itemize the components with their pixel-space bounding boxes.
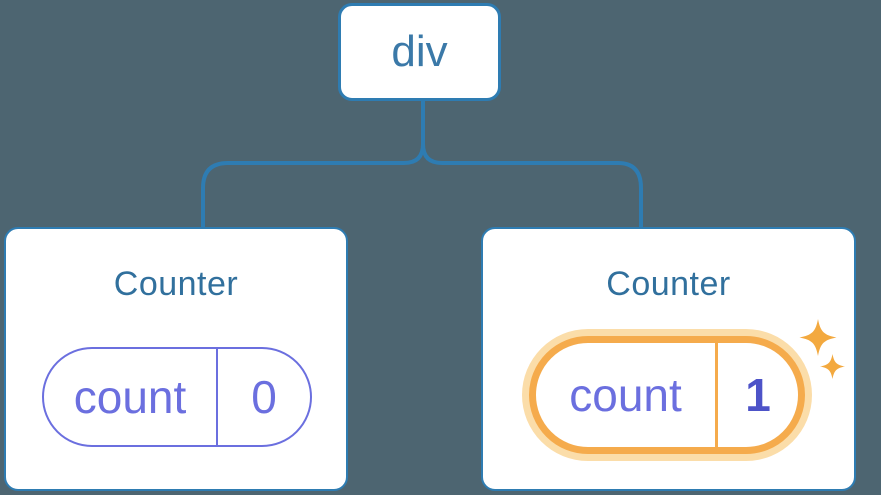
sparkle-icon xyxy=(799,319,837,356)
tree-node-div-label: div xyxy=(391,27,448,76)
state-key-label: count xyxy=(73,371,187,423)
state-value: 1 xyxy=(745,369,771,421)
tree-node-div: div xyxy=(338,3,501,101)
state-pill-right-highlighted: count 1 xyxy=(529,336,805,454)
state-value: 0 xyxy=(251,371,277,423)
counter-card-right-title: Counter xyxy=(606,265,731,303)
pill-divider xyxy=(715,343,718,447)
counter-card-left: Counter count 0 xyxy=(4,227,348,491)
counter-card-right: Counter count 1 xyxy=(481,227,856,491)
counter-card-left-title: Counter xyxy=(113,265,239,303)
state-key-label: count xyxy=(569,369,682,421)
state-pill-left: count 0 xyxy=(42,347,312,447)
pill-divider xyxy=(216,349,218,445)
sparkle-icon xyxy=(820,354,845,379)
